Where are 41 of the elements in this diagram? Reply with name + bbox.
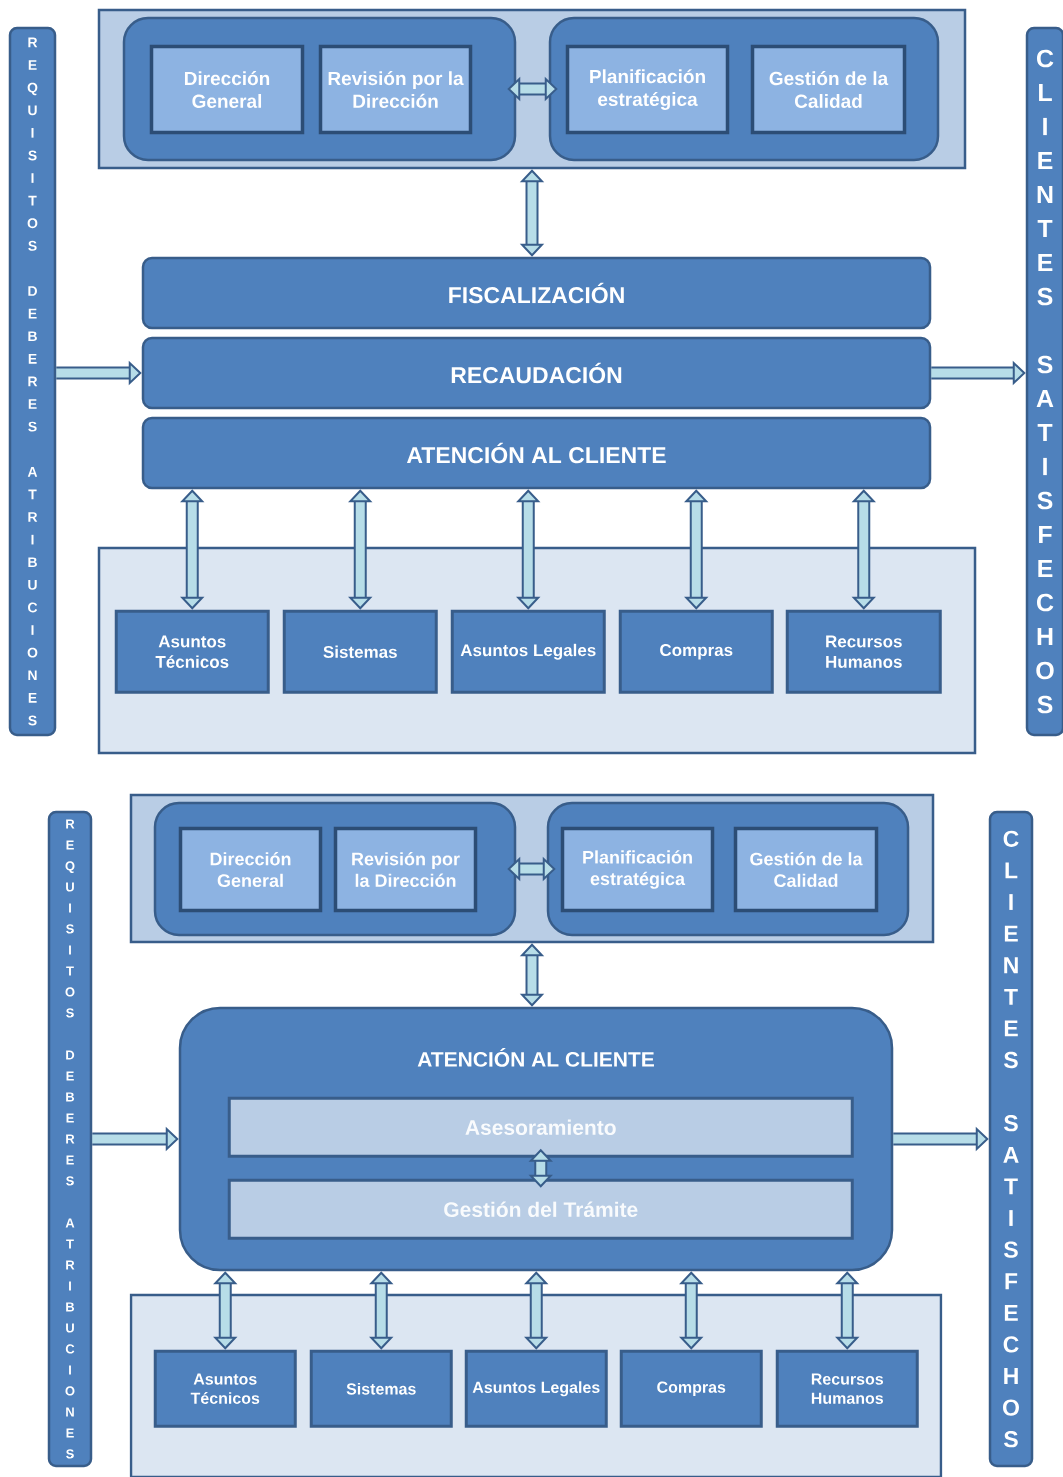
block-arrow	[369, 1271, 394, 1350]
process-box: Sistemas	[309, 1349, 453, 1428]
block-arrow	[679, 1271, 704, 1350]
process-box: Gestión de la Calidad	[750, 44, 907, 135]
block-arrow	[519, 943, 545, 1007]
process-box: Compras	[618, 609, 774, 694]
block-arrow	[507, 856, 556, 882]
block-arrow	[348, 489, 373, 610]
process-box: Asuntos Legales	[450, 609, 606, 694]
block-arrow	[180, 489, 205, 610]
vertical-banner: CLIENTES SATISFECHOS	[1025, 26, 1063, 737]
block-arrow	[213, 1271, 238, 1350]
block-arrow	[524, 1271, 549, 1350]
process-bar: RECAUDACIÓN	[141, 336, 932, 410]
process-box: Planificación estratégica	[565, 44, 730, 135]
process-box: Asuntos Legales	[464, 1349, 608, 1428]
vertical-banner: REQUISITOS DEBERES ATRIBUCIONES	[8, 26, 57, 737]
process-box: Sistemas	[282, 609, 438, 694]
process-box: Dirección General	[149, 44, 305, 135]
process-box: Asuntos Técnicos	[153, 1349, 297, 1428]
vertical-banner: REQUISITOS DEBERES ATRIBUCIONES	[47, 810, 93, 1468]
process-box: Compras	[619, 1349, 763, 1428]
block-arrow	[851, 489, 876, 610]
process-box: Planificación estratégica	[560, 826, 715, 913]
process-box: Recursos Humanos	[775, 1349, 919, 1428]
process-box: Asuntos Técnicos	[114, 609, 270, 694]
process-box: Gestión de la Calidad	[733, 826, 879, 913]
block-arrow	[507, 76, 558, 102]
vertical-banner: CLIENTES SATISFECHOS	[988, 810, 1034, 1468]
process-box: Revisión por la Dirección	[318, 44, 473, 135]
process-box: Revisión por la Dirección	[333, 826, 478, 913]
block-arrow	[835, 1271, 860, 1350]
process-bar: FISCALIZACIÓN	[141, 256, 932, 330]
block-arrow	[684, 489, 709, 610]
process-bar: ATENCIÓN AL CLIENTE	[141, 416, 932, 490]
block-arrow	[519, 169, 545, 257]
process-box: Dirección General	[178, 826, 323, 913]
process-bar: Asesoramiento	[227, 1096, 854, 1158]
process-bar: Gestión del Trámite	[227, 1178, 854, 1240]
block-arrow	[516, 489, 541, 610]
process-box: Recursos Humanos	[785, 609, 942, 694]
